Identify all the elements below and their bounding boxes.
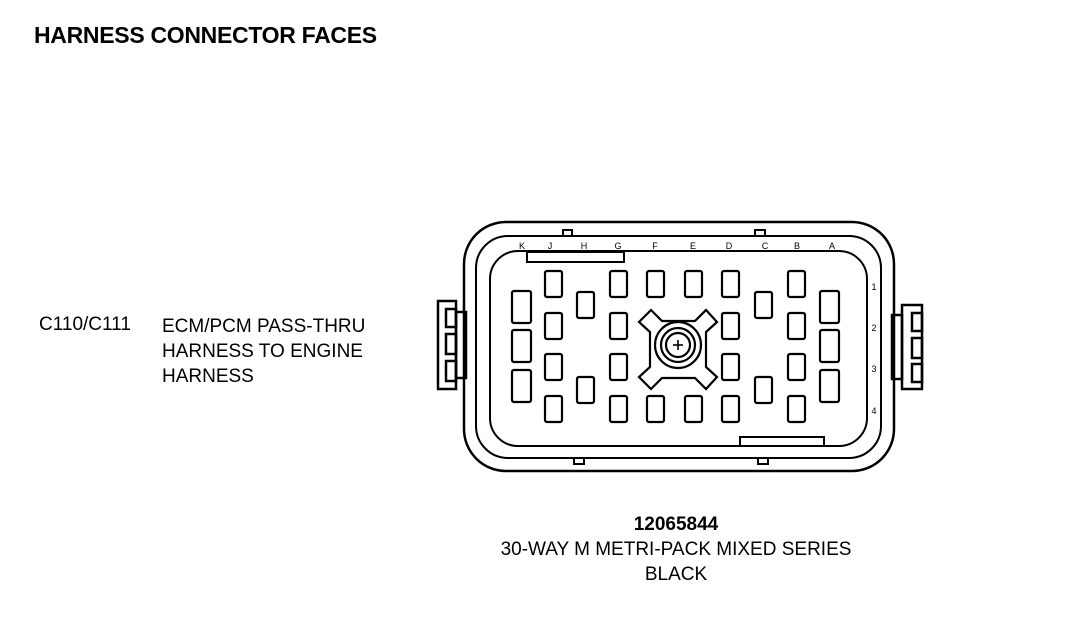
- connector-color: BLACK: [644, 564, 708, 585]
- pin-cavity: [608, 311, 629, 341]
- pin-cavity: [575, 290, 596, 320]
- pin-cavity-area: [489, 250, 868, 447]
- column-label: J: [548, 241, 553, 251]
- connector-housing-outer: [462, 220, 896, 473]
- pin-cavity: [608, 352, 629, 382]
- part-number: 12065844: [633, 514, 719, 535]
- pin-cavity: [543, 352, 564, 382]
- pin-cavity: [510, 289, 533, 325]
- pin-cavity: [683, 394, 704, 424]
- column-label: C: [762, 241, 769, 251]
- pin-cavity: [543, 269, 564, 299]
- pin-cavity: [543, 311, 564, 341]
- pin-cavity: [786, 394, 807, 424]
- column-label: A: [829, 241, 835, 251]
- pin-cavity: [818, 328, 841, 364]
- row-label: 2: [871, 323, 876, 333]
- connector-description-line: ECM/PCM PASS-THRU: [162, 316, 366, 337]
- pin-cavity: [683, 269, 704, 299]
- column-label: D: [726, 241, 733, 251]
- bottom-key-tab: [757, 458, 769, 465]
- pin-cavity: [608, 269, 629, 299]
- pin-cavity: [786, 352, 807, 382]
- center-bolt: [637, 308, 719, 391]
- row-label: 3: [871, 364, 876, 374]
- pin-cavity: [645, 394, 666, 424]
- pin-cavity: [720, 352, 741, 382]
- pin-cavity: [720, 269, 741, 299]
- pin-cavity: [753, 290, 774, 320]
- bottom-lock-bar: [739, 436, 825, 447]
- pin-cavity: [753, 375, 774, 405]
- column-label: K: [519, 241, 525, 251]
- top-lock-bar: [526, 251, 625, 263]
- pin-cavity: [720, 311, 741, 341]
- connector-description-line: HARNESS: [162, 366, 254, 387]
- pin-cavity: [818, 289, 841, 325]
- page-title: HARNESS CONNECTOR FACES: [34, 22, 377, 48]
- bottom-key-tab: [573, 458, 585, 465]
- connector-description: ECM/PCM PASS-THRU HARNESS TO ENGINE HARN…: [162, 314, 365, 389]
- connector-id: C110/C111: [39, 314, 131, 335]
- column-label: H: [581, 241, 588, 251]
- pin-cavity: [575, 375, 596, 405]
- pin-cavity: [510, 368, 533, 404]
- pin-cavity: [543, 394, 564, 424]
- column-label: B: [794, 241, 800, 251]
- pin-cavity: [510, 328, 533, 364]
- row-label: 4: [871, 406, 876, 416]
- connector-description-line: HARNESS TO ENGINE: [162, 341, 363, 362]
- pin-cavity: [786, 269, 807, 299]
- connector-housing-inner: [475, 235, 882, 459]
- part-name: 30-WAY M METRI-PACK MIXED SERIES: [500, 539, 852, 560]
- pin-cavity: [608, 394, 629, 424]
- right-latch: [890, 303, 924, 391]
- pin-cavity: [786, 311, 807, 341]
- column-label: F: [652, 241, 658, 251]
- column-label: E: [690, 241, 696, 251]
- left-latch: [436, 299, 468, 391]
- row-label: 1: [871, 282, 876, 292]
- top-key-tab: [562, 229, 573, 236]
- pin-cavity: [645, 269, 666, 299]
- top-key-tab: [754, 229, 766, 236]
- pin-cavity: [818, 368, 841, 404]
- center-crosshair-icon: [673, 340, 683, 350]
- pin-cavity: [720, 394, 741, 424]
- column-label: G: [614, 241, 621, 251]
